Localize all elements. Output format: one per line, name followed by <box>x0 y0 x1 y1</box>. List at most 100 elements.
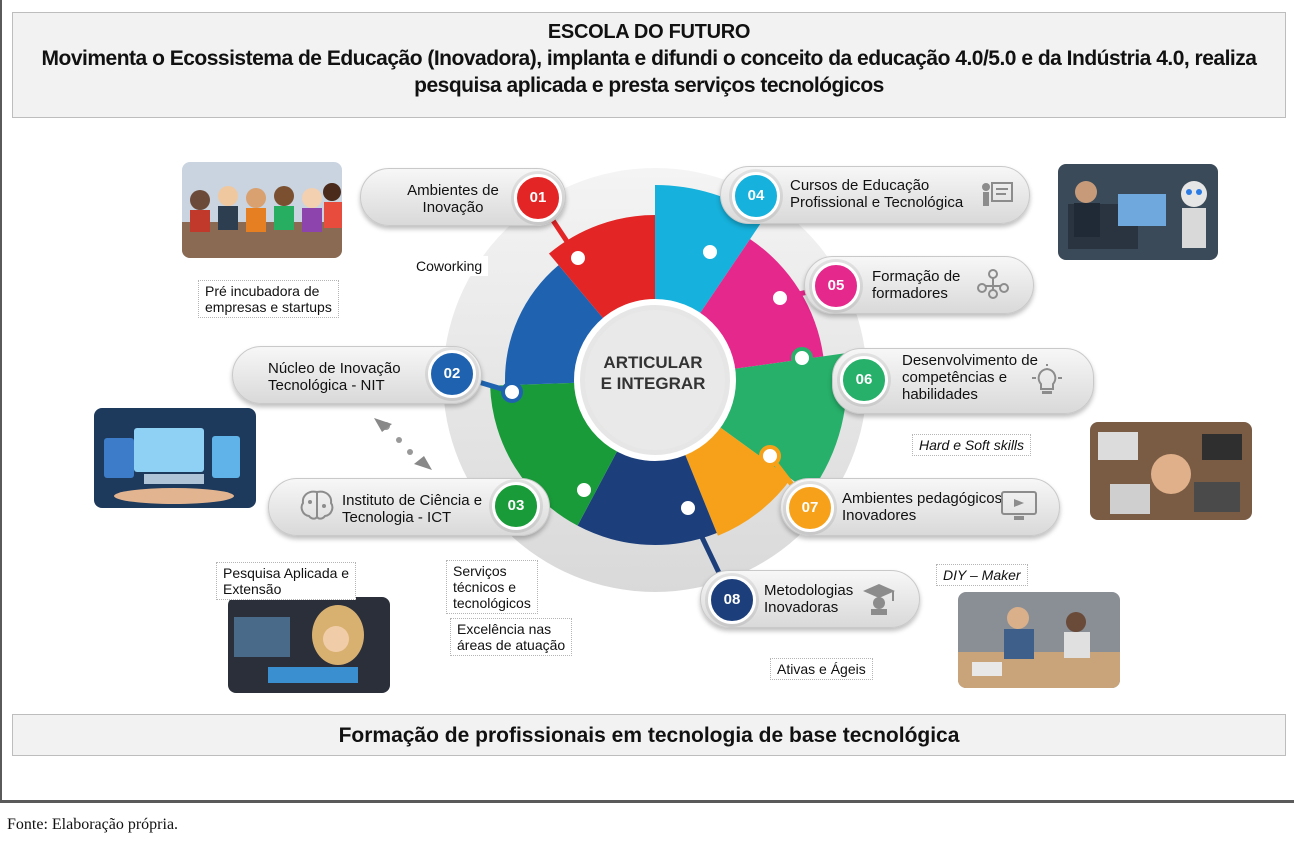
tag-excelencia: Excelência nas áreas de atuação <box>450 618 573 656</box>
connector-dot-07 <box>759 445 781 467</box>
item-04-number: 04 <box>747 187 765 204</box>
robot-lab-graphic <box>1058 164 1218 260</box>
electronics-woman-photo <box>228 597 390 693</box>
tag-diy-maker-text: DIY – Maker <box>943 567 1021 583</box>
item-02-badge: 02 <box>428 350 476 398</box>
devices-photo <box>94 408 256 508</box>
tag-pre-incubadora: Pré incubadora de empresas e startups <box>198 280 339 318</box>
tag-hard-soft-skills-text: Hard e Soft skills <box>919 437 1025 453</box>
lightbulb-icon <box>1030 364 1064 404</box>
electronics-woman-graphic <box>228 597 390 693</box>
page-title: ESCOLA DO FUTURO <box>547 21 751 43</box>
item-08-badge: 08 <box>708 576 756 624</box>
tag-coworking-text: Coworking <box>416 258 483 274</box>
page-subtitle: Movimenta o Ecossistema de Educação (Ino… <box>41 47 1257 97</box>
item-04-badge: 04 <box>732 172 780 220</box>
tag-servicos-line3: tecnológicos <box>453 595 531 611</box>
item-07-line1: Ambientes pedagógicos <box>842 490 1003 507</box>
tag-pesquisa-aplicada: Pesquisa Aplicada e Extensão <box>216 562 357 600</box>
item-08-label: Metodologias Inovadoras <box>764 582 874 616</box>
devices-graphic <box>94 408 256 508</box>
source-caption: Fonte: Elaboração própria. <box>7 816 179 833</box>
item-02-line1: Núcleo de Inovação <box>268 360 401 377</box>
connector-dot-08 <box>677 497 699 519</box>
tag-pre-incubadora-line2: empresas e startups <box>205 299 332 315</box>
item-08-line2: Inovadoras <box>764 599 839 616</box>
brain-icon <box>298 488 336 528</box>
item-06-label: Desenvolvimento de competências e habili… <box>902 352 1062 403</box>
item-07-label: Ambientes pedagógicos Inovadores <box>842 490 1032 524</box>
tag-servicos-line2: técnicos e <box>453 579 517 595</box>
tag-servicos-line1: Serviços <box>453 563 507 579</box>
item-02-number: 02 <box>443 365 461 382</box>
presentation-icon <box>980 180 1014 216</box>
wheel-segment-05 <box>698 239 824 370</box>
wheel-segment-08 <box>577 448 717 545</box>
center-label: ARTICULAR E INTEGRAR <box>578 352 728 394</box>
item-01-label: Ambientes de Inovação <box>398 182 508 216</box>
item-02-line2: Tecnológica - NIT <box>268 377 385 394</box>
center-circle-inner <box>585 310 725 450</box>
wheel-segment-06 <box>718 353 847 493</box>
dotted-arrow <box>374 418 432 470</box>
maker-workshop-graphic <box>958 592 1120 688</box>
connector-dot-05 <box>769 287 791 309</box>
item-06-badge: 06 <box>840 356 888 404</box>
item-03-line1: Instituto de Ciência e <box>342 492 483 509</box>
item-05-number: 05 <box>827 277 845 294</box>
team-photo-graphic <box>182 162 342 258</box>
item-08-number: 08 <box>723 591 741 608</box>
header-banner: ESCOLA DO FUTURO Movimenta o Ecossistema… <box>12 12 1286 118</box>
item-03-line2: Tecnologia - ICT <box>342 509 452 526</box>
item-08-line1: Metodologias <box>764 582 854 599</box>
item-03-label: Instituto de Ciência e Tecnologia - ICT <box>342 492 502 526</box>
item-06-number: 06 <box>855 371 873 388</box>
item-02-label: Núcleo de Inovação Tecnológica - NIT <box>268 360 433 394</box>
item-06-line2: competências e <box>902 369 1008 386</box>
hands-teamwork-photo <box>1090 422 1252 520</box>
maker-workshop-photo <box>958 592 1120 688</box>
item-03-badge: 03 <box>492 482 540 530</box>
robot-lab-photo <box>1058 164 1218 260</box>
team-photo <box>182 162 342 258</box>
connector-dot-04 <box>699 241 721 263</box>
tag-excelencia-line2: áreas de atuação <box>457 637 566 653</box>
item-01-badge: 01 <box>514 174 562 222</box>
tag-pre-incubadora-line1: Pré incubadora de <box>205 283 320 299</box>
footer-text: Formação de profissionais em tecnologia … <box>338 724 960 747</box>
connector-dot-02 <box>501 381 523 403</box>
tag-ativas-ageis: Ativas e Ágeis <box>770 658 873 680</box>
item-06-line1: Desenvolvimento de <box>902 352 1038 369</box>
people-network-icon <box>976 268 1010 306</box>
item-07-badge: 07 <box>786 484 834 532</box>
connector-dot-03 <box>573 479 595 501</box>
item-05-line2: formadores <box>872 285 948 302</box>
item-06-line3: habilidades <box>902 386 978 403</box>
frame-left-border <box>0 0 2 800</box>
tag-hard-soft-skills: Hard e Soft skills <box>912 434 1032 456</box>
item-05-badge: 05 <box>812 262 860 310</box>
center-label-line2: E INTEGRAR <box>600 374 706 393</box>
tag-pesquisa-line1: Pesquisa Aplicada e <box>223 565 350 581</box>
tag-coworking: Coworking <box>410 256 489 276</box>
connector-dot-06 <box>791 347 813 369</box>
wheel-segment-01 <box>548 215 655 321</box>
item-04-label: Cursos de Educação Profissional e Tecnol… <box>790 177 990 211</box>
item-07-number: 07 <box>801 499 819 516</box>
tag-ativas-ageis-text: Ativas e Ágeis <box>777 661 866 677</box>
center-label-line1: ARTICULAR <box>603 353 703 372</box>
item-07-line2: Inovadores <box>842 507 917 524</box>
frame-bottom-border <box>0 800 1294 803</box>
tag-pesquisa-line2: Extensão <box>223 581 282 597</box>
connector-dot-01 <box>567 247 589 269</box>
item-01-line2: Inovação <box>422 199 484 216</box>
monitor-icon <box>1000 490 1038 528</box>
item-01-line1: Ambientes de <box>407 182 499 199</box>
tag-servicos: Serviços técnicos e tecnológicos <box>446 560 538 614</box>
tag-diy-maker: DIY – Maker <box>936 564 1028 586</box>
hands-teamwork-graphic <box>1090 422 1252 520</box>
item-03-number: 03 <box>507 497 525 514</box>
wheel-segment-07 <box>684 425 791 536</box>
tag-excelencia-line1: Excelência nas <box>457 621 552 637</box>
item-05-line1: Formação de <box>872 268 961 285</box>
